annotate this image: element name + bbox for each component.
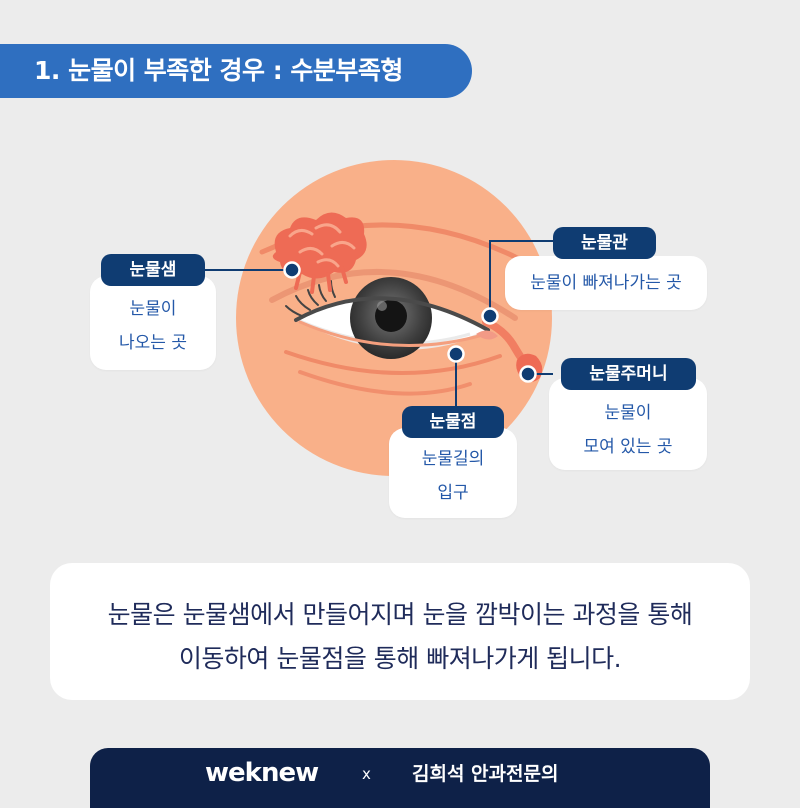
lacrimal-gland <box>272 212 367 294</box>
upper-lid <box>294 296 490 332</box>
lower-lid-fold-2 <box>298 370 472 396</box>
tear-sac-desc-1: 눈물이 <box>604 403 652 423</box>
lacrimal-gland-desc-1: 눈물이 <box>129 299 177 319</box>
lacrimal-gland-label: 눈물샘 <box>101 254 205 286</box>
lacrimal-gland-desc-2: 나오는 곳 <box>119 333 187 353</box>
lid-shadow <box>269 269 518 321</box>
title-bar: 1. 눈물이 부족한 경우 : 수분부족형 <box>0 44 472 98</box>
brand-logo: weknew <box>205 758 319 788</box>
punctum-desc-2: 입구 <box>437 483 469 503</box>
lacrimal-gland-card: 눈물이 나오는 곳 <box>90 276 216 370</box>
lacrimal-duct-card: 눈물이 빠져나가는 곳 <box>505 256 707 310</box>
caruncle <box>476 330 498 340</box>
page-title: 1. 눈물이 부족한 경우 : 수분부족형 <box>34 56 403 85</box>
partner-name: 김희석 안과전문의 <box>412 763 559 785</box>
description-box: 눈물은 눈물샘에서 만들어지며 눈을 깜박이는 과정을 통해 이동하여 눈물점을… <box>50 563 750 700</box>
footer-bar: weknew x 김희석 안과전문의 <box>90 748 710 808</box>
lower-lid <box>298 320 488 348</box>
description-line-1: 눈물은 눈물샘에서 만들어지며 눈을 깜박이는 과정을 통해 <box>107 600 693 629</box>
tear-sac-label: 눈물주머니 <box>561 358 696 390</box>
punctum-desc-1: 눈물길의 <box>421 449 485 469</box>
collab-separator: x <box>362 765 371 783</box>
eyelashes <box>285 280 336 317</box>
lacrimal-duct-label: 눈물관 <box>553 227 656 259</box>
punctum-card: 눈물길의 입구 <box>389 428 517 518</box>
lower-lid-fold-1 <box>284 350 502 376</box>
eye-diagram <box>203 160 553 476</box>
connector-dots <box>283 261 537 383</box>
description-line-2: 이동하여 눈물점을 통해 빠져나가게 됩니다. <box>178 644 622 673</box>
punctum-label: 눈물점 <box>402 406 504 438</box>
tear-sac-card: 눈물이 모여 있는 곳 <box>549 378 707 470</box>
lacrimal-duct-desc-1: 눈물이 빠져나가는 곳 <box>530 273 682 293</box>
tear-sac-desc-2: 모여 있는 곳 <box>583 437 673 457</box>
